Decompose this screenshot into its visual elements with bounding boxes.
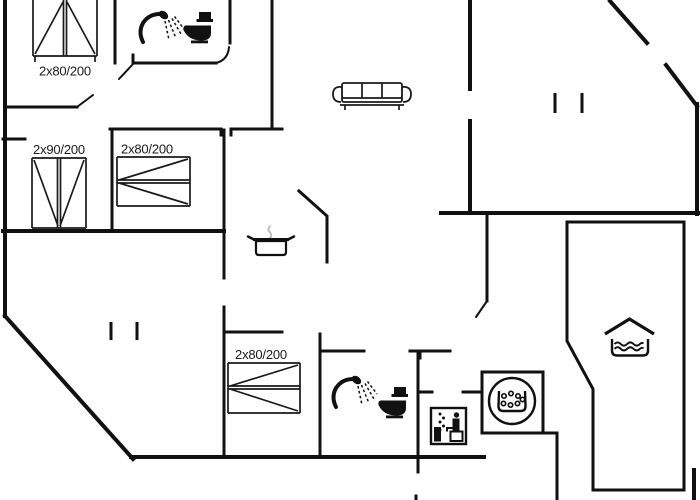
toilet-icon: [183, 12, 213, 44]
person-body: [452, 418, 460, 432]
steam: [267, 225, 273, 239]
window-markers: [109, 93, 584, 340]
water-wave: [613, 341, 644, 347]
door-swings: [76, 46, 488, 318]
bed-top-left: 2x80/200: [32, 0, 98, 79]
sauna-icon: [429, 406, 468, 446]
bed-size-label: 2x80/200: [39, 64, 91, 79]
cooking-pot-icon: [246, 225, 296, 257]
door-arc: [215, 46, 230, 64]
bed-mid-center: 2x80/200: [116, 142, 191, 207]
shower-icon: [331, 371, 379, 409]
person-legs: [446, 427, 453, 432]
bed-bottom: 2x80/200: [227, 347, 301, 414]
door-leaf: [118, 63, 134, 80]
walls-inner: [1, 0, 686, 500]
sauna-stove: [434, 427, 441, 442]
water-wave: [613, 346, 644, 352]
bed-size-label: 2x90/200: [33, 142, 85, 157]
pool-icon: [604, 317, 655, 357]
sauna-bench: [449, 430, 464, 442]
shower-icon: [138, 6, 186, 44]
bed-size-label: 2x80/200: [235, 347, 287, 362]
bed-size-label: 2x80/200: [121, 142, 173, 157]
whirlpool-icon: [487, 376, 537, 426]
person-head: [453, 412, 460, 418]
sofa-icon: [332, 82, 412, 110]
toilet-icon: [378, 387, 408, 419]
bed-mid-left: 2x90/200: [31, 142, 87, 229]
door-leaf: [475, 300, 488, 318]
bubbles: [500, 390, 526, 409]
door-leaf: [76, 94, 94, 108]
